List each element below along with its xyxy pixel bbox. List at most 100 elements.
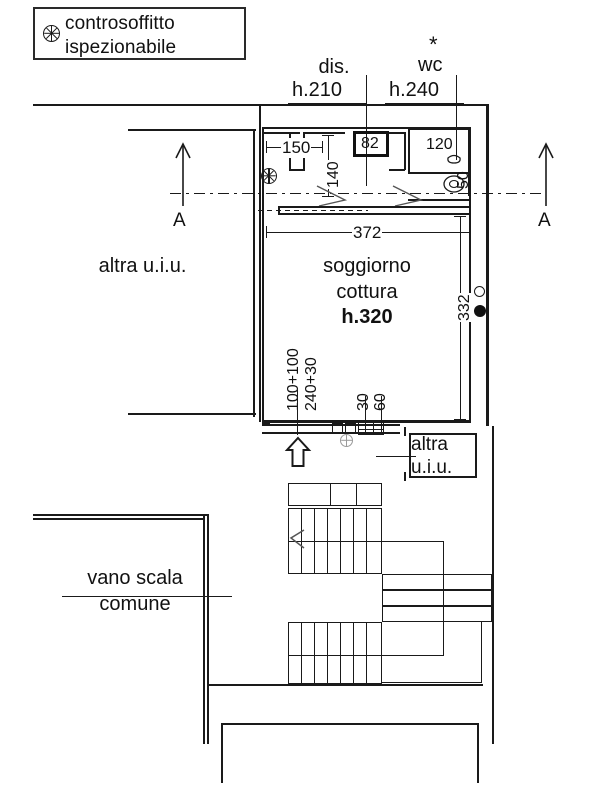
room-label-main-line-2: cottura [336, 280, 398, 303]
dim-240-30: 240+30 [303, 357, 320, 411]
bottom-wall-strip-top [262, 424, 400, 426]
upper-band-divider [262, 132, 300, 134]
stair-upper-header [288, 483, 382, 506]
dis-top-right-run [303, 132, 345, 134]
stairwell-wall-top2 [33, 518, 205, 520]
court-inner-top [221, 723, 477, 725]
dim-150-tick-right [322, 141, 323, 153]
main-wall-right-inner [469, 127, 471, 422]
room-label-stairwell-line-1: vano scala [87, 567, 183, 589]
callout-wc-name: wc [418, 54, 443, 76]
right-unit-notch-top [404, 427, 406, 436]
room-label-main-line-3: h.320 [341, 306, 393, 329]
stair-lower-flight [288, 622, 382, 684]
left-unit-wall-right-inner [253, 129, 255, 417]
door-block-1 [332, 423, 343, 434]
room-label-left-unit-text: altra u.i.u. [98, 255, 187, 277]
left-unit-wall-right-outer [259, 104, 261, 422]
callout-wc-leader-v [456, 75, 457, 103]
door-block-3 [358, 421, 384, 435]
stairwell-wall-left-inner [207, 514, 209, 744]
dim-140-tick-top [322, 135, 334, 136]
landing-block-1 [382, 574, 492, 590]
bottom-wall-strip-bottom [262, 432, 400, 434]
dim-372-tick-left [266, 226, 267, 238]
right-unit-leader-h [376, 456, 416, 457]
entrance-arrow-icon [284, 436, 312, 467]
wc-wall-bottom [408, 199, 470, 201]
stair-upper-header-div2 [356, 483, 357, 506]
dis-lower-ledge [389, 169, 405, 171]
stair-tread-l3 [327, 622, 328, 684]
section-letter-right: A [538, 210, 551, 231]
door-block-2 [345, 423, 356, 434]
room-label-right-unit: altra u.i.u. [411, 434, 477, 480]
legend-line-2: ispezionabile [65, 36, 177, 58]
left-stub-top [262, 422, 270, 424]
room-label-stairwell: vano scala comune [60, 565, 210, 617]
callout-wc-star: * [429, 32, 438, 57]
dim-332-tick-bottom [454, 419, 466, 420]
asterisk-circle-icon-room [261, 168, 277, 184]
door-hatch-1 [358, 425, 384, 426]
outer-wall-right [486, 104, 489, 426]
dim-30: 30 [355, 393, 372, 411]
dis-wall-right-end [404, 132, 406, 170]
door-hatch-2 [358, 429, 384, 430]
riser-open-circle-icon [474, 286, 485, 297]
left-unit-wall-top [128, 129, 256, 131]
balcony-edge-left [278, 206, 280, 214]
stair-upper-landing-right [443, 541, 444, 574]
room-label-right-unit-line-2: u.i.u. [411, 456, 453, 478]
dis-wall-after-door [389, 132, 405, 134]
dim-100-100-leader [297, 390, 298, 435]
dis-wall-bottom [289, 169, 305, 171]
landing-right-edge [481, 622, 482, 682]
stair-tread-l4 [340, 622, 341, 684]
wc-fixture-icon [443, 154, 465, 193]
callout-wc-leader-down [456, 103, 457, 160]
stairwell-leader [62, 596, 232, 597]
wc-dim-50-line [468, 160, 469, 196]
dim-150: 150 [281, 138, 312, 158]
stair-tread-l1 [301, 622, 302, 684]
section-arrow-up-icon-left [175, 142, 191, 206]
callout-dis-leader-down [366, 103, 367, 186]
room-label-right-unit-line-1: altra [411, 434, 448, 455]
room-label-left-unit: altra u.i.u. [60, 254, 225, 280]
dim-60-leader [381, 396, 382, 434]
main-wall-top [262, 127, 471, 129]
hatch-arrows-band [316, 185, 424, 207]
callout-dis-leader-v [366, 75, 367, 103]
door-82-box [353, 131, 389, 157]
dim-82: 82 [361, 135, 379, 152]
legend-line-1: controsoffitto [65, 13, 175, 34]
riser-filled-circle-icon [474, 305, 486, 317]
left-unit-wall-bottom [128, 413, 256, 415]
stairwell-wall-left-outer [203, 514, 205, 744]
legend-text: controsoffitto ispezionabile [65, 12, 176, 60]
stair-lower-midline [288, 655, 444, 656]
section-arrow-up-icon-right [538, 142, 554, 206]
door-hatch-v1 [365, 421, 366, 435]
stair-tread-l2 [314, 622, 315, 684]
landing-divider [443, 574, 444, 622]
balcony-edge-bottom [278, 213, 470, 215]
dim-150-tick-left [266, 141, 267, 153]
outer-wall-top [33, 104, 489, 106]
court-inner-left [221, 723, 223, 783]
wc-room [408, 128, 470, 174]
asterisk-circle-icon [43, 25, 60, 42]
landing-block-3 [382, 606, 492, 622]
landing-block-2 [382, 590, 492, 606]
stair-tread-l6 [366, 622, 367, 684]
stair-lower-landing-right [443, 622, 444, 655]
balcony-edge-top [278, 206, 470, 208]
right-unit-notch-bottom [404, 472, 406, 481]
callout-dis-height: h.210 [292, 79, 343, 101]
section-letter-left: A [173, 210, 186, 231]
main-wall-left-inner [262, 127, 264, 422]
stair-upper-midline [288, 541, 444, 542]
landing-bottom-edge [382, 682, 482, 683]
